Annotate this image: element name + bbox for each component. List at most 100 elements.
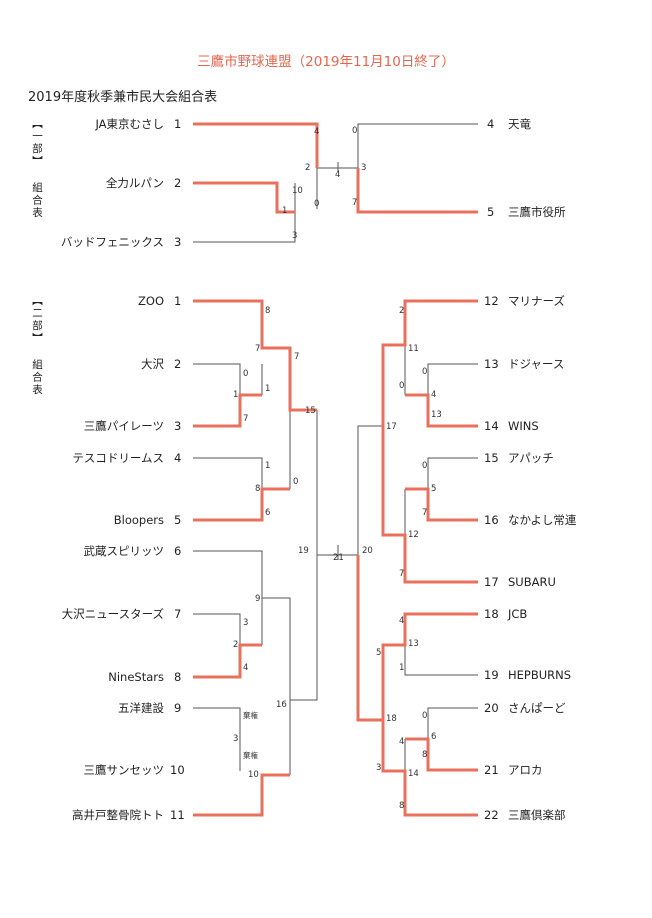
score: 0 [422, 367, 428, 377]
bracket-line [193, 183, 296, 243]
score: 2 [305, 163, 311, 173]
score: 7 [294, 352, 300, 362]
score: 8 [399, 801, 405, 811]
team-seed: 20 [484, 701, 499, 715]
team-seed: 21 [484, 763, 499, 777]
bracket-line [193, 613, 241, 645]
bracket-line [427, 707, 478, 739]
score: 6 [431, 732, 437, 742]
team-name: 天竜 [508, 117, 531, 131]
team-seed: 4 [487, 117, 495, 131]
winner-line [193, 643, 262, 679]
score: 20 [362, 546, 373, 556]
score: 4 [314, 127, 320, 137]
team-seed: 16 [484, 513, 499, 527]
score: 7 [255, 344, 261, 354]
team-seed: 5 [174, 513, 182, 527]
team-seed: 22 [484, 808, 499, 822]
score: 3 [243, 618, 249, 628]
page-title: 三鷹市野球連盟（2019年11月10日終了） [197, 54, 455, 70]
bracket-line [427, 457, 478, 489]
team-seed: 12 [484, 294, 499, 308]
team-name: バッドフェニックス [60, 235, 164, 249]
team-name: NineStars [108, 670, 164, 684]
team-seed: 11 [170, 808, 185, 822]
team-name: HEPBURNS [508, 668, 572, 682]
score: 0 [422, 711, 428, 721]
score: 4 [431, 390, 437, 400]
score: 1 [399, 663, 405, 673]
team-name: 高井戸整骨院トト [72, 808, 164, 822]
score: 11 [408, 344, 419, 354]
team-seed: 19 [484, 668, 499, 682]
score: 13 [408, 639, 419, 649]
division1-label: 【一部】 組合表 [31, 118, 43, 220]
team-name: WINS [508, 419, 539, 433]
winner-line [193, 181, 295, 214]
team-seed: 4 [174, 451, 182, 465]
team-seed: 1 [174, 294, 182, 308]
score: 0 [399, 381, 405, 391]
team-name: さんぱーど [508, 701, 566, 715]
score: 4 [243, 663, 249, 673]
score: 1 [265, 461, 271, 471]
team-name: テスコドリームス [72, 451, 164, 465]
team-seed: 17 [484, 575, 499, 589]
team-seed: 9 [174, 701, 182, 715]
score: 6 [265, 508, 271, 518]
team-seed: 13 [484, 357, 499, 371]
score: 1 [265, 384, 271, 394]
score: 8 [265, 306, 271, 316]
score: 10 [248, 770, 259, 780]
team-seed: 1 [174, 117, 182, 131]
winner-line [405, 487, 478, 522]
team-seed: 18 [484, 607, 499, 621]
score: 2 [233, 640, 239, 650]
team-name: ZOO [138, 294, 164, 308]
score: 3 [376, 763, 382, 773]
team-seed: 5 [487, 205, 495, 219]
team-seed: 2 [174, 176, 182, 190]
winner-line [381, 720, 478, 817]
team-seed: 2 [174, 357, 182, 371]
team-seed: 8 [174, 670, 182, 684]
score: 0 [422, 461, 428, 471]
score: 0 [243, 369, 249, 379]
score: 14 [408, 769, 419, 779]
team-seed: 14 [484, 419, 499, 433]
winner-line [193, 393, 262, 428]
bracket-line [290, 555, 318, 701]
team-seed: 7 [174, 607, 182, 621]
score: 4 [399, 616, 405, 626]
score: 5 [376, 648, 382, 658]
team-name: アパッチ [508, 451, 554, 465]
winner-line [381, 299, 478, 426]
score: 0 [352, 126, 358, 136]
score: 棄権 [243, 751, 258, 760]
team-name: ドジャース [508, 357, 565, 371]
team-name: 武蔵スピリッツ [83, 544, 165, 558]
winner-line [193, 299, 317, 412]
score: 8 [255, 484, 261, 494]
winner-line [381, 426, 478, 584]
score: 4 [399, 737, 405, 747]
team-name: なかよし常連 [508, 513, 577, 527]
winner-line [356, 168, 478, 214]
score: 7 [243, 414, 249, 424]
score: 1 [282, 206, 288, 216]
score: 17 [386, 422, 397, 432]
team-name: 三鷹サンセッツ [83, 763, 165, 777]
division2-label: 【二部】 組合表 [31, 295, 43, 397]
score: 1 [233, 390, 239, 400]
bracket-line [427, 363, 478, 395]
team-seed: 10 [170, 763, 185, 777]
bracket-line [404, 645, 478, 676]
score: 15 [305, 406, 316, 416]
winner-line [193, 773, 290, 817]
score: 3 [361, 163, 367, 173]
bracket-line [357, 123, 478, 168]
team-name: SUBARU [508, 575, 556, 589]
score: 0 [293, 477, 299, 487]
score: 3 [233, 734, 239, 744]
